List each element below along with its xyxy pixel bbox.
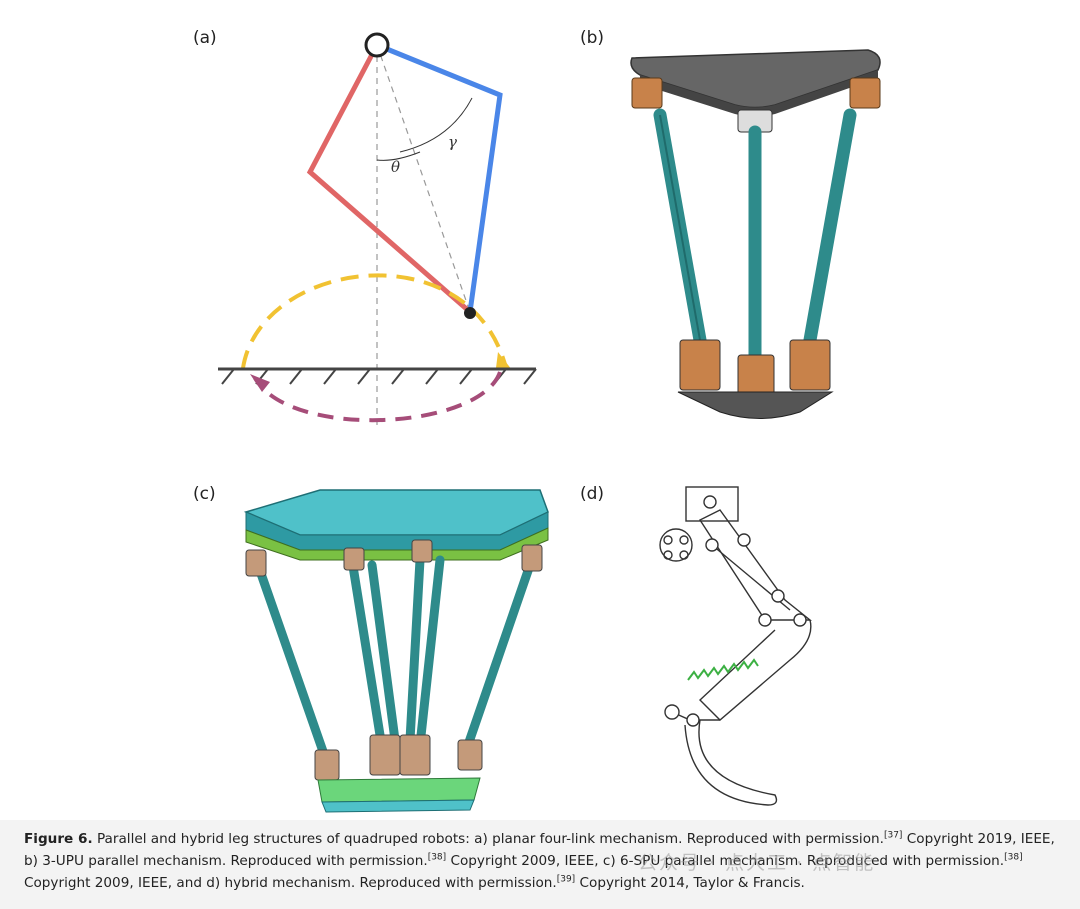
- spring: [687, 658, 759, 681]
- caption-text-3: Copyright 2009, IEEE, c) 6-SPU parallel …: [446, 853, 1005, 869]
- stance-trajectory: [253, 371, 502, 423]
- strut-right: [803, 108, 857, 347]
- figure-label: Figure 6.: [24, 831, 93, 847]
- swing-arrowhead: [496, 352, 512, 370]
- panel-label-d: (d): [580, 484, 605, 504]
- bottom-plate-cyan: [321, 799, 475, 813]
- hip-joint: [364, 32, 390, 58]
- pin-joints: [664, 495, 807, 727]
- top-plate: [630, 49, 881, 109]
- bottom-plate: [677, 391, 834, 419]
- caption-text-2: Copyright 2019, IEEE, b) 3-UPU parallel …: [24, 831, 1055, 869]
- stance-arrowhead: [250, 374, 270, 392]
- strut-left-highlight: [659, 114, 701, 341]
- joints: [245, 539, 543, 781]
- swing-trajectory: [241, 273, 508, 369]
- foot-link: [684, 719, 778, 806]
- bottom-joint-right: [789, 339, 831, 391]
- hip-foot-reference-line: [376, 44, 471, 313]
- gamma-label: γ: [448, 133, 457, 151]
- motor-housing: [659, 528, 693, 562]
- citation-37[interactable]: [37]: [883, 830, 903, 841]
- panel-d-hybrid-leg-drawing: [659, 486, 812, 806]
- watermark: 公众号 · 点大工 · 点智能: [638, 852, 876, 874]
- bottom-joint-center: [737, 354, 775, 396]
- foot-point: [464, 307, 476, 319]
- panel-label-b: (b): [580, 28, 605, 48]
- citation-39[interactable]: [39]: [556, 874, 576, 885]
- citation-38a[interactable]: [38]: [427, 852, 447, 863]
- bottom-joint-left: [679, 339, 721, 391]
- caption-background: [0, 820, 1080, 909]
- top-plate-green-layer: [245, 527, 549, 561]
- panel-a-four-link-diagram: θ γ: [218, 32, 537, 430]
- upper-link: [698, 509, 812, 621]
- panel-label-a: (a): [193, 28, 217, 48]
- top-plate: [243, 489, 549, 536]
- hip-block: [685, 486, 739, 522]
- caption-text-4: Copyright 2009, IEEE, and d) hybrid mech…: [24, 875, 557, 891]
- top-plate-edge: [640, 70, 878, 117]
- red-link: [306, 43, 472, 314]
- top-joint-right: [849, 77, 881, 109]
- blue-link: [376, 42, 503, 313]
- gamma-arc: [399, 97, 473, 153]
- panel-c-6spu-render: [243, 489, 549, 813]
- theta-label: θ: [391, 158, 400, 176]
- caption-text-5: Copyright 2014, Taylor & Francis.: [575, 875, 805, 891]
- struts: [253, 555, 535, 765]
- panel-b-3upu-render: [630, 49, 881, 419]
- caption-text-1: Parallel and hybrid leg structures of qu…: [92, 831, 884, 847]
- figure-caption: Figure 6. Parallel and hybrid leg struct…: [24, 828, 1060, 894]
- theta-arc: [376, 151, 421, 161]
- panel-label-c: (c): [193, 484, 216, 504]
- top-joint-left: [631, 77, 663, 109]
- citation-38b[interactable]: [38]: [1004, 852, 1023, 863]
- bottom-plate-green: [317, 777, 481, 803]
- leg-outline: [659, 486, 812, 806]
